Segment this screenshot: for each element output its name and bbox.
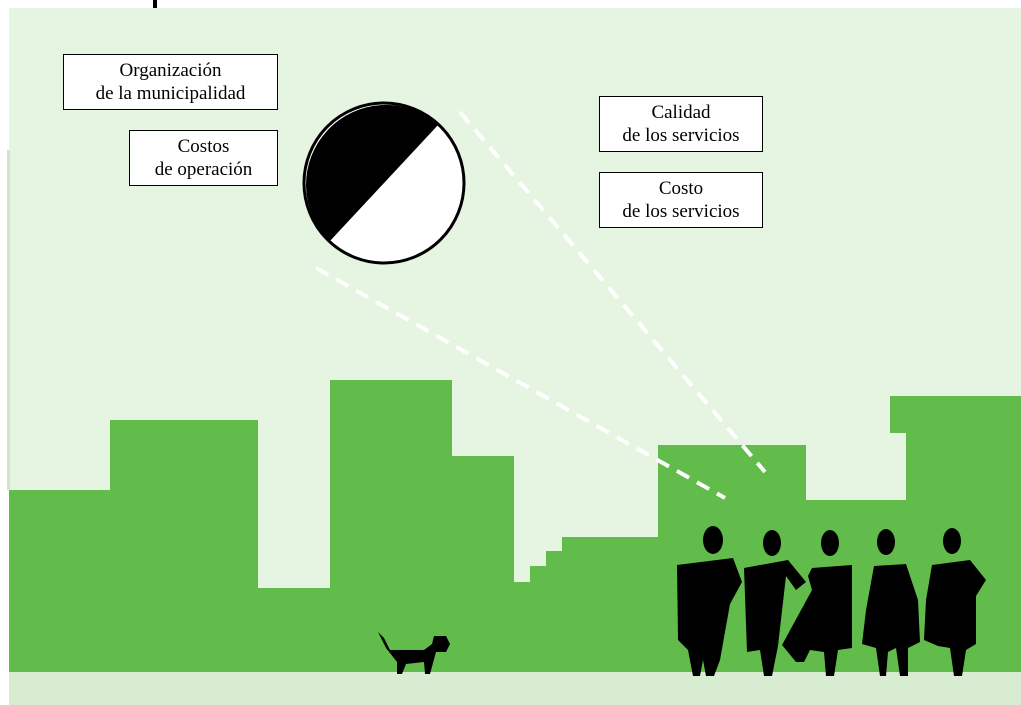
label-organizacion: Organización de la municipalidad (63, 54, 278, 110)
label-organizacion-line2: de la municipalidad (95, 83, 246, 104)
top-edge-mark (153, 0, 157, 8)
left-edge-line (7, 150, 10, 490)
label-costo-servicios-line2: de los servicios (622, 201, 740, 222)
label-organizacion-line1: Organización (119, 60, 222, 81)
dog-silhouette-icon (378, 632, 450, 674)
label-calidad-servicios-line2: de los servicios (622, 125, 740, 146)
half-black-half-white-circle-icon (302, 101, 466, 265)
ground-strip (9, 672, 1021, 705)
label-costos-operacion-line1: Costos (177, 136, 230, 157)
label-costos-operacion-line2: de operación (154, 159, 253, 180)
label-calidad-servicios: Calidad de los servicios (599, 96, 763, 152)
group-of-five-people-silhouette-icon (677, 526, 986, 676)
projection-line-upper (458, 110, 767, 474)
projection-line-lower (315, 266, 726, 500)
label-costo-servicios-line1: Costo (658, 178, 704, 199)
label-costo-servicios: Costo de los servicios (599, 172, 763, 228)
label-costos-operacion: Costos de operación (129, 130, 278, 186)
label-calidad-servicios-line1: Calidad (651, 102, 711, 123)
